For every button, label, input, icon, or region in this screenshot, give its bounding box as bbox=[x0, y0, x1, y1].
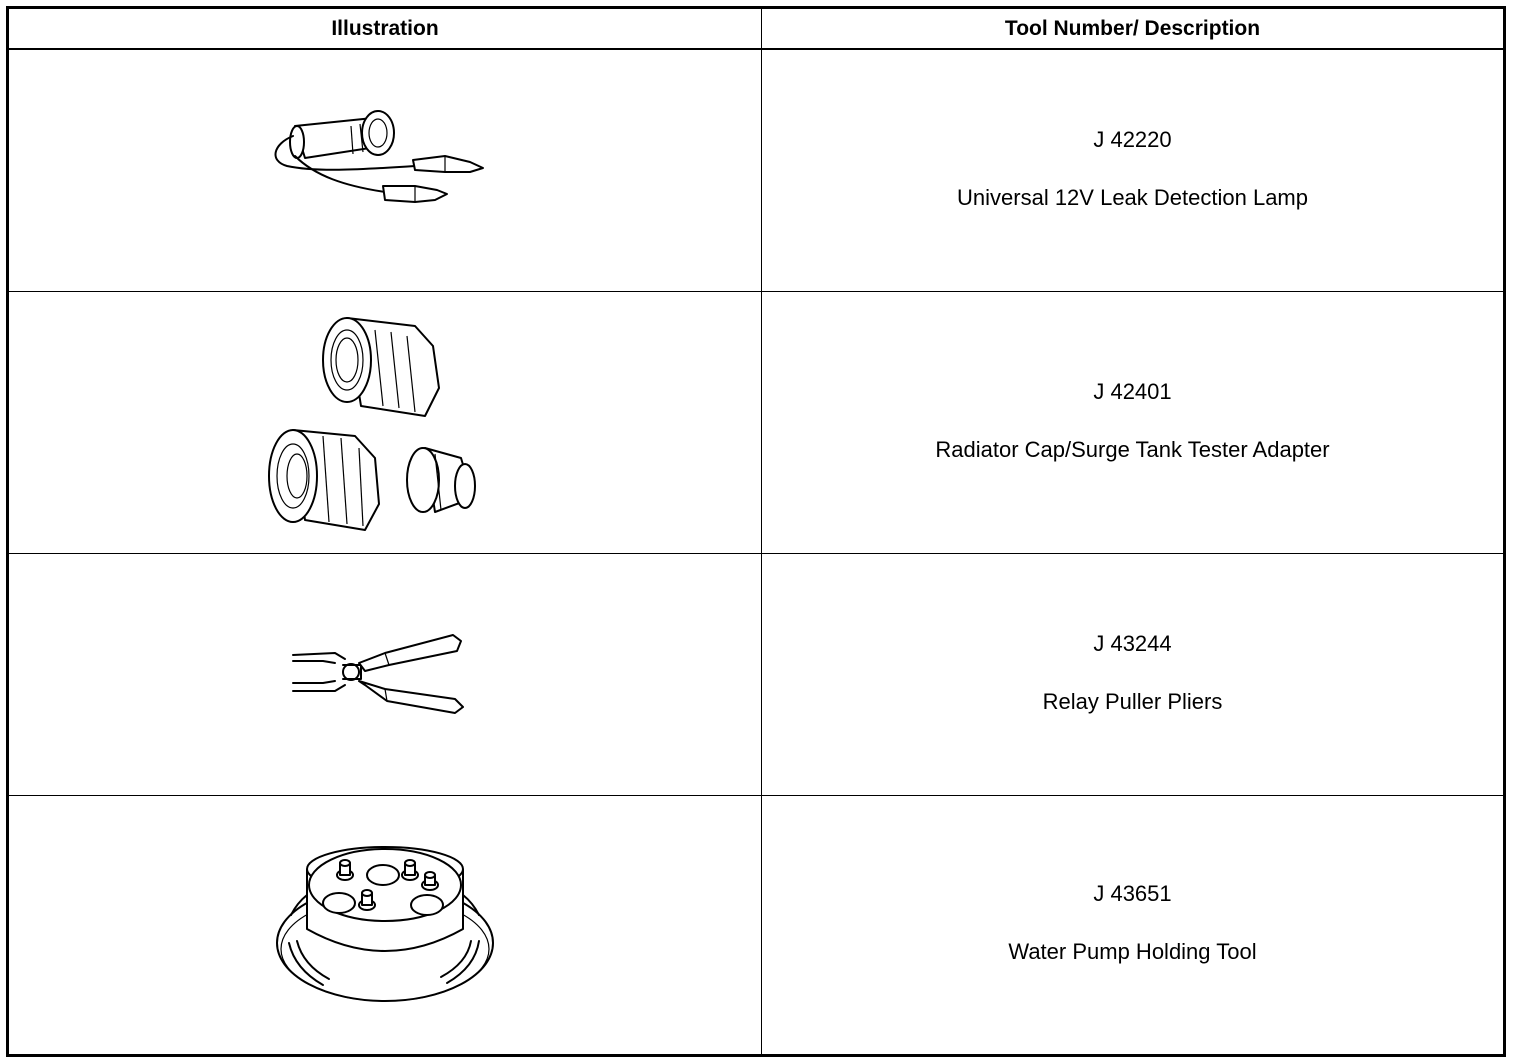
header-description: Tool Number/ Description bbox=[762, 9, 1503, 50]
relay-pliers-icon bbox=[292, 633, 464, 714]
tool-number: J 43244 bbox=[1093, 630, 1172, 656]
tool-description: Water Pump Holding Tool bbox=[1008, 939, 1257, 964]
description-cell: J 43244 Relay Puller Pliers bbox=[762, 554, 1503, 796]
tool-description: Relay Puller Pliers bbox=[1042, 688, 1223, 714]
tool-description: Radiator Cap/Surge Tank Tester Adapter bbox=[935, 436, 1330, 462]
header-description-label: Tool Number/ Description bbox=[1004, 16, 1261, 40]
description-cell: J 42220 Universal 12V Leak Detection Lam… bbox=[762, 50, 1503, 292]
tester-adapter-icon bbox=[268, 316, 476, 531]
tool-table: Illustration Tool Number/ Description J … bbox=[6, 6, 1506, 1057]
tool-number: J 43651 bbox=[1093, 881, 1172, 906]
header-illustration: Illustration bbox=[9, 9, 762, 50]
description-cell: J 42401 Radiator Cap/Surge Tank Tester A… bbox=[762, 292, 1503, 554]
tool-description: Universal 12V Leak Detection Lamp bbox=[957, 184, 1308, 210]
description-cell: J 43651 Water Pump Holding Tool bbox=[762, 796, 1503, 1054]
tool-number: J 42401 bbox=[1093, 378, 1172, 404]
illustration-cell bbox=[9, 292, 762, 554]
illustration-cell bbox=[9, 50, 762, 292]
header-illustration-label: Illustration bbox=[331, 16, 439, 40]
holding-tool-icon bbox=[276, 846, 494, 1002]
illustration-cell bbox=[9, 796, 762, 1054]
illustration-cell bbox=[9, 554, 762, 796]
leak-detection-lamp-icon bbox=[274, 109, 484, 203]
tool-number: J 42220 bbox=[1093, 126, 1172, 152]
